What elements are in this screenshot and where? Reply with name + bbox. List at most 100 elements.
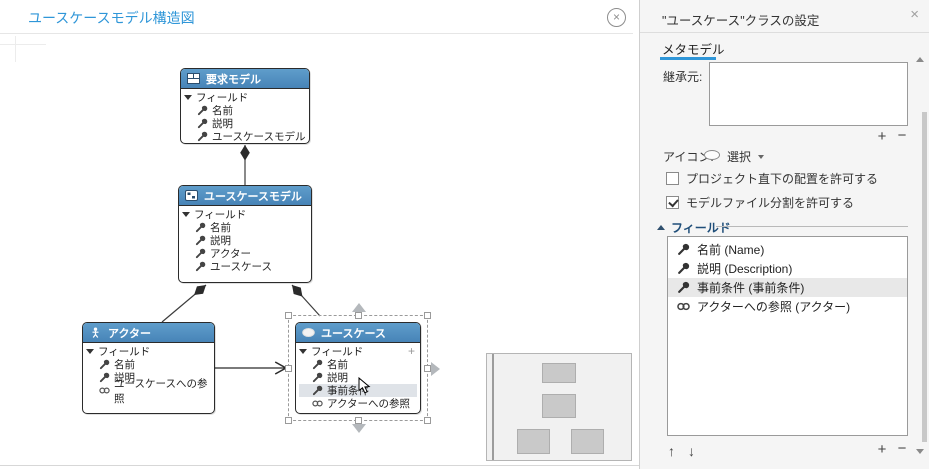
close-diagram-button[interactable]: × [607, 8, 626, 27]
close-icon: × [612, 10, 620, 24]
fields-listbox[interactable]: 名前 (Name) 説明 (Description) 事前条件 (事前条件) ア… [667, 236, 908, 436]
wrench-icon [312, 372, 323, 383]
add-field-icon[interactable]: + [407, 344, 415, 358]
field-item-label: 名前 (Name) [697, 243, 765, 257]
wrench-icon [99, 372, 110, 383]
resize-handle[interactable] [355, 417, 362, 424]
field-row[interactable]: ユースケースモデル [184, 130, 306, 143]
bottom-separator [0, 465, 929, 466]
field-group-row[interactable]: フィールド [86, 345, 211, 358]
scrollbar-thumb[interactable] [922, 112, 927, 442]
tab-metamodel[interactable]: メタモデル [662, 43, 725, 57]
field-group-label: フィールド [311, 346, 364, 358]
field-row[interactable]: 説明 [182, 234, 308, 247]
field-group-label: フィールド [98, 346, 151, 358]
inherit-from-listbox[interactable] [709, 62, 908, 126]
checkbox-allow-model-file-split[interactable]: モデルファイル分割を許可する [666, 194, 854, 211]
field-group-row[interactable]: フィールド [184, 91, 306, 104]
wrench-icon [197, 118, 208, 129]
remove-inherit-button[interactable]: − [897, 127, 907, 144]
field-label: 説明 [212, 118, 233, 130]
node-header[interactable]: アクター [83, 323, 214, 343]
field-label: 説明 [210, 235, 231, 247]
field-row[interactable]: 説明 [184, 117, 306, 130]
minimap-node [542, 363, 576, 383]
field-row[interactable]: 説明 [86, 371, 211, 384]
inherit-from-label: 継承元: [663, 70, 703, 84]
resize-handle[interactable] [424, 312, 431, 319]
checkbox-label: プロジェクト直下の配置を許可する [686, 172, 879, 186]
field-row[interactable]: ユースケース [182, 260, 308, 273]
origin-marker [15, 36, 16, 62]
field-row[interactable]: 説明 [299, 371, 417, 384]
move-field-up-button[interactable]: ↑ [668, 443, 675, 459]
field-row[interactable]: 名前 [299, 358, 417, 371]
field-group-row[interactable]: フィールド [182, 208, 308, 221]
resize-handle[interactable] [285, 417, 292, 424]
field-label: 名前 [327, 359, 348, 371]
icon-select-dropdown[interactable]: 選択 [727, 150, 752, 164]
node-header[interactable]: ユースケース [296, 323, 420, 343]
node-header[interactable]: 要求モデル [181, 69, 309, 89]
field-list-item[interactable]: 説明 (Description) [668, 259, 907, 278]
add-field-button[interactable]: + [877, 441, 887, 458]
resize-handle[interactable] [355, 312, 362, 319]
node-usecase[interactable]: ユースケース フィールド + 名前 説明 事前条件 [295, 322, 421, 414]
node-header[interactable]: ユースケースモデル [179, 186, 311, 206]
field-row[interactable]: ユースケースへの参照 [86, 378, 211, 405]
chevron-down-icon[interactable] [758, 155, 764, 159]
scrollbar-up-icon[interactable] [916, 57, 924, 62]
field-group-row[interactable]: フィールド + [299, 345, 417, 358]
minimap-node [542, 394, 576, 418]
field-item-label: 事前条件 (事前条件) [697, 281, 805, 295]
fields-section-header[interactable]: フィールド [657, 219, 731, 236]
resize-handle[interactable] [285, 365, 292, 372]
field-list-item[interactable]: 事前条件 (事前条件) [668, 278, 907, 297]
node-requirement-model[interactable]: 要求モデル フィールド 名前 説明 ユースケースモデル [180, 68, 310, 144]
minimap-node [517, 429, 550, 454]
title-separator [0, 33, 633, 34]
wrench-icon [678, 262, 690, 274]
resize-handle[interactable] [285, 312, 292, 319]
expand-down-arrow-icon[interactable] [352, 424, 366, 433]
composition-connector [161, 284, 207, 323]
section-divider [716, 226, 908, 227]
wrench-icon [195, 222, 206, 233]
wrench-icon [99, 359, 110, 370]
checkbox-icon[interactable] [666, 196, 679, 209]
add-inherit-button[interactable]: + [877, 128, 887, 145]
node-actor[interactable]: アクター フィールド 名前 説明 ユースケースへの参照 [82, 322, 215, 414]
field-label: ユースケース [210, 261, 272, 273]
resize-handle[interactable] [424, 417, 431, 424]
field-row[interactable]: 名前 [184, 104, 306, 117]
actor-icon [92, 327, 99, 338]
diagram-overview-minimap[interactable] [486, 353, 632, 461]
diagram-title: ユースケースモデル構造図 [28, 10, 195, 26]
resize-handle[interactable] [424, 365, 431, 372]
close-icon[interactable]: × [910, 6, 919, 23]
wrench-icon [312, 385, 323, 396]
remove-field-button[interactable]: − [897, 440, 907, 457]
field-row[interactable]: 名前 [86, 358, 211, 371]
field-group-label: フィールド [196, 92, 249, 104]
field-label: 名前 [114, 359, 135, 371]
checkbox-allow-direct-placement[interactable]: プロジェクト直下の配置を許可する [666, 170, 878, 187]
field-row[interactable]: アクターへの参照 [299, 397, 417, 410]
icon-label: アイコン: [663, 150, 714, 164]
field-row[interactable]: 名前 [182, 221, 308, 234]
expand-up-arrow-icon[interactable] [352, 303, 366, 312]
field-list-item[interactable]: アクターへの参照 (アクター) [668, 297, 907, 316]
move-field-down-button[interactable]: ↓ [688, 443, 695, 459]
field-row[interactable]: アクター [182, 247, 308, 260]
field-label: 説明 [114, 372, 135, 384]
expand-right-arrow-icon[interactable] [431, 362, 440, 376]
wrench-icon [312, 359, 323, 370]
settings-panel: "ユースケース"クラスの設定 × メタモデル 継承元: + − アイコン: 選択… [639, 0, 929, 469]
field-list-item[interactable]: 名前 (Name) [668, 240, 907, 259]
checkbox-icon[interactable] [666, 172, 679, 185]
node-body: フィールド 名前 説明 ユースケースへの参照 [83, 343, 214, 405]
node-usecase-model[interactable]: ユースケースモデル フィールド 名前 説明 アクター [178, 185, 312, 283]
scrollbar-down-icon[interactable] [916, 449, 924, 454]
